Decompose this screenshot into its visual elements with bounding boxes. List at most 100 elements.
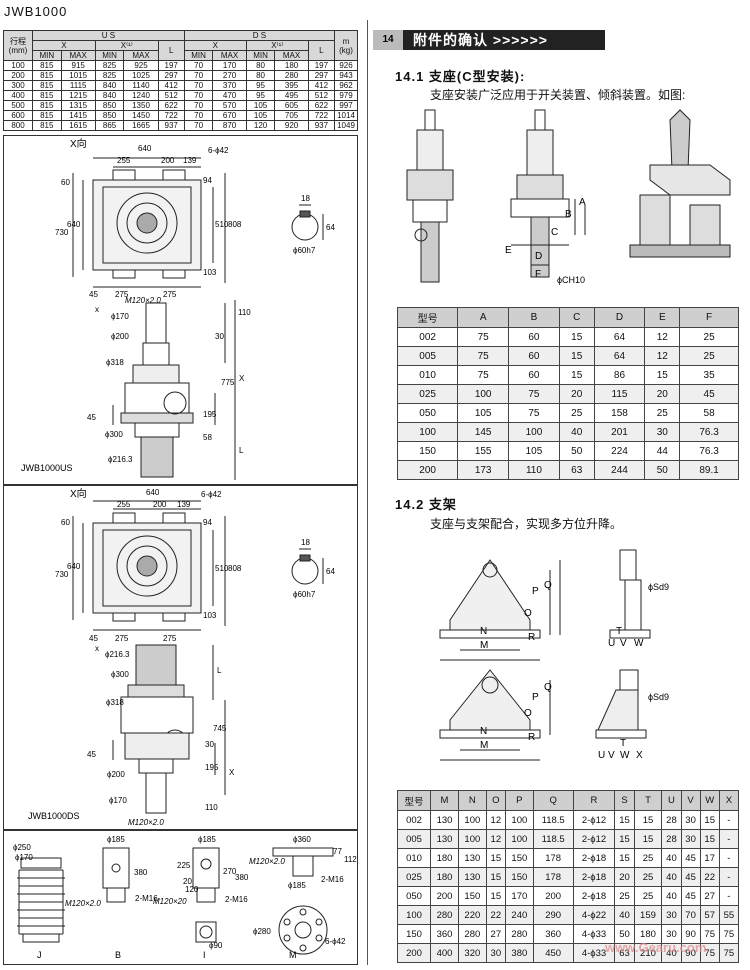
ds-model: JWB1000DS <box>28 811 80 821</box>
table-cell: 178 <box>532 848 574 868</box>
ds-d255: 255 <box>117 500 131 509</box>
br2-R: R <box>528 732 535 743</box>
table-cell: 512 <box>157 90 185 101</box>
table-cell: 15 <box>558 346 595 366</box>
us-d45b: 45 <box>87 413 96 422</box>
table-cell: 15 <box>699 829 720 849</box>
table-cell: 15 <box>614 810 635 830</box>
ds-d730: 730 <box>55 570 69 579</box>
table-cell: 380 <box>504 943 534 963</box>
table-cell: 815 <box>32 110 62 121</box>
table-cell: 30 <box>644 422 681 442</box>
table-cell: 100 <box>504 810 534 830</box>
ds-d808: 808 <box>228 564 242 573</box>
table-cell: 80 <box>245 60 276 71</box>
table-cell: 178 <box>532 867 574 887</box>
table-cell: 815 <box>32 80 62 91</box>
table-cell: 1415 <box>60 110 96 121</box>
table-cell: 150 <box>504 867 534 887</box>
table-cell: 63 <box>614 943 635 963</box>
table-cell: 75 <box>718 924 740 944</box>
table-cell: 815 <box>32 60 62 71</box>
us-x: X <box>32 40 96 51</box>
table-cell: 27 <box>699 886 720 906</box>
m-thread: M120×2.0 <box>249 857 285 866</box>
table-cell: 180 <box>430 867 459 887</box>
table-header-cell: N <box>457 790 487 811</box>
table-header-cell: W <box>699 790 720 811</box>
table-header-cell: 型号 <box>396 307 459 328</box>
table-cell: 800 <box>3 120 33 131</box>
table-cell: 722 <box>307 110 336 121</box>
table-cell: 75 <box>457 346 510 366</box>
us-key18: 18 <box>301 194 310 203</box>
ds-key18: 18 <box>301 538 310 547</box>
table-cell: 170 <box>504 886 534 906</box>
ds-d275a: 275 <box>115 634 129 643</box>
br2-T: T <box>620 738 626 749</box>
ds-d745: 745 <box>213 724 227 733</box>
table-cell: 15 <box>614 848 635 868</box>
ds-d640v: 640 <box>67 562 81 571</box>
table-cell: 45 <box>679 384 739 404</box>
table-cell: 45 <box>680 886 701 906</box>
section-title: 附件的确认 >>>>>> <box>413 32 548 48</box>
table-cell: 500 <box>3 100 33 111</box>
table-cell: 2-ϕ12 <box>572 810 616 830</box>
us-holes: 6-ϕ42 <box>208 146 229 155</box>
ds-d103: 103 <box>203 611 217 620</box>
ds-d200: ϕ200 <box>107 770 125 779</box>
m-d360: ϕ360 <box>293 835 311 844</box>
table-cell: 170 <box>212 60 247 71</box>
table-cell: 150 <box>396 441 459 461</box>
table-cell: 412 <box>157 80 185 91</box>
us-d808: 808 <box>228 220 242 229</box>
table-header-cell: S <box>614 790 635 811</box>
mount-A: A <box>579 197 586 208</box>
ds-x: x <box>95 644 99 653</box>
ds-xdir: X向 <box>70 487 87 500</box>
table-cell: 63 <box>558 460 595 480</box>
h-min: MIN <box>94 50 125 61</box>
table-cell: - <box>718 829 740 849</box>
ds-d510: 510 <box>215 564 229 573</box>
page-title: JWB1000 <box>4 4 68 19</box>
ds-d30: 30 <box>205 740 214 749</box>
ds-d275b: 275 <box>163 634 177 643</box>
table-cell: 244 <box>593 460 646 480</box>
table-cell: 158 <box>593 403 646 423</box>
sec2-title: 14.2 支架 <box>395 497 457 512</box>
accessory-panel <box>3 830 358 965</box>
table-cell: 2-ϕ18 <box>572 886 616 906</box>
table-cell: - <box>718 848 740 868</box>
table-header-cell: X <box>718 790 740 811</box>
table-cell: 870 <box>212 120 247 131</box>
table-cell: 570 <box>212 100 247 111</box>
us-d103: 103 <box>203 268 217 277</box>
table-header-cell: E <box>644 307 681 328</box>
ds-X: X <box>229 768 235 777</box>
table-cell: 1315 <box>60 100 96 111</box>
table-cell: 25 <box>679 327 739 347</box>
j-d250: ϕ250 <box>13 843 31 852</box>
table-cell: 15 <box>485 848 506 868</box>
table-cell: 25 <box>614 886 635 906</box>
table-cell: 360 <box>532 924 574 944</box>
br2-M: M <box>480 740 488 751</box>
ds-x1: X⁽¹⁾ <box>245 40 309 51</box>
table-cell: 180 <box>430 848 459 868</box>
table-cell: 130 <box>430 829 459 849</box>
table-cell: 360 <box>430 924 459 944</box>
table-cell: 64 <box>593 327 646 347</box>
i-d120: 120 <box>185 885 199 894</box>
mount-CH: ϕCH10 <box>557 275 585 285</box>
table-cell: 470 <box>212 90 247 101</box>
